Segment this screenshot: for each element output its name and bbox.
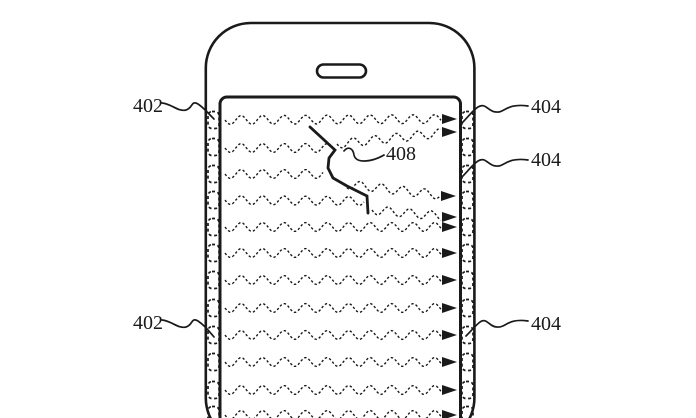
acoustic-wave-line: [224, 409, 442, 418]
leader-line-402-top: [161, 102, 215, 120]
acoustic-wave-line: [224, 113, 442, 126]
acoustic-wave-line: [224, 142, 331, 154]
wave-arrowhead-icon: [442, 248, 457, 258]
leader-line-404-mid: [461, 158, 529, 178]
cover-glass-screen: [218, 95, 462, 418]
transducer-element-left: [207, 110, 220, 130]
transducer-element-right: [461, 243, 474, 263]
acoustic-wave-line: [336, 128, 442, 149]
transducer-strip-left: [207, 110, 220, 418]
transducer-element-right: [461, 137, 474, 157]
acoustic-wave-line: [224, 274, 442, 286]
leader-line-404-top: [461, 104, 529, 124]
transducer-element-left: [207, 243, 220, 263]
transducer-element-right: [461, 325, 474, 345]
transducer-element-right: [461, 270, 474, 290]
leader-line-402-bottom: [161, 319, 215, 338]
wave-arrowhead-icon: [442, 114, 457, 124]
wave-arrowhead-icon: [442, 303, 457, 313]
transducer-element-left: [207, 137, 220, 157]
wave-arrowhead-icon: [442, 330, 457, 340]
speaker-slot-icon: [315, 63, 368, 79]
transducer-element-right: [461, 217, 474, 237]
transducer-element-right: [461, 110, 474, 130]
wave-arrowhead-icon: [442, 385, 457, 395]
acoustic-wave-line: [224, 384, 442, 396]
ref-label-404-bottom: 404: [531, 313, 561, 335]
transducer-element-right: [461, 164, 474, 184]
transducer-element-left: [207, 217, 220, 237]
acoustic-wave-line: [371, 206, 442, 221]
transducer-element-left: [207, 270, 220, 290]
transducer-element-right: [461, 380, 474, 400]
acoustic-wave-line: [343, 180, 441, 200]
transducer-strip-right: [461, 110, 474, 418]
transducer-element-right: [461, 352, 474, 372]
transducer-element-left: [207, 164, 220, 184]
acoustic-wave-line: [224, 247, 442, 259]
transducer-element-left: [207, 190, 220, 210]
wave-arrowhead-icon: [442, 410, 457, 418]
transducer-element-left: [207, 352, 220, 372]
wave-arrowhead-icon: [442, 127, 457, 137]
ref-label-404-top: 404: [531, 96, 561, 118]
reference-labels: 402 404 404 408 402 404: [133, 95, 561, 338]
ref-label-408: 408: [386, 143, 416, 165]
wave-arrowhead-icon: [442, 357, 457, 367]
transducer-element-right: [461, 190, 474, 210]
wave-arrowhead-icon: [442, 222, 457, 232]
crack-line: [308, 125, 370, 215]
wave-arrowhead-icon: [442, 275, 457, 285]
acoustic-wave-line: [224, 194, 365, 207]
acoustic-wave-line: [224, 168, 324, 180]
wave-arrowhead-icon: [441, 191, 456, 201]
leader-line-408: [343, 147, 385, 162]
acoustic-wave-line: [224, 329, 442, 341]
wave-arrowhead-icon: [442, 212, 457, 222]
transducer-element-right: [461, 298, 474, 318]
acoustic-wave-rows: [224, 113, 457, 418]
acoustic-wave-line: [224, 302, 442, 314]
ref-label-402-bottom: 402: [133, 312, 163, 334]
transducer-element-left: [207, 405, 220, 418]
transducer-element-left: [207, 325, 220, 345]
leader-line-404-bottom: [465, 319, 529, 337]
acoustic-wave-line: [224, 221, 442, 233]
transducer-element-right: [461, 405, 474, 418]
acoustic-wave-line: [224, 356, 442, 368]
ref-label-402-top: 402: [133, 95, 163, 117]
ref-label-404-mid: 404: [531, 149, 561, 171]
transducer-element-left: [207, 380, 220, 400]
transducer-element-left: [207, 298, 220, 318]
